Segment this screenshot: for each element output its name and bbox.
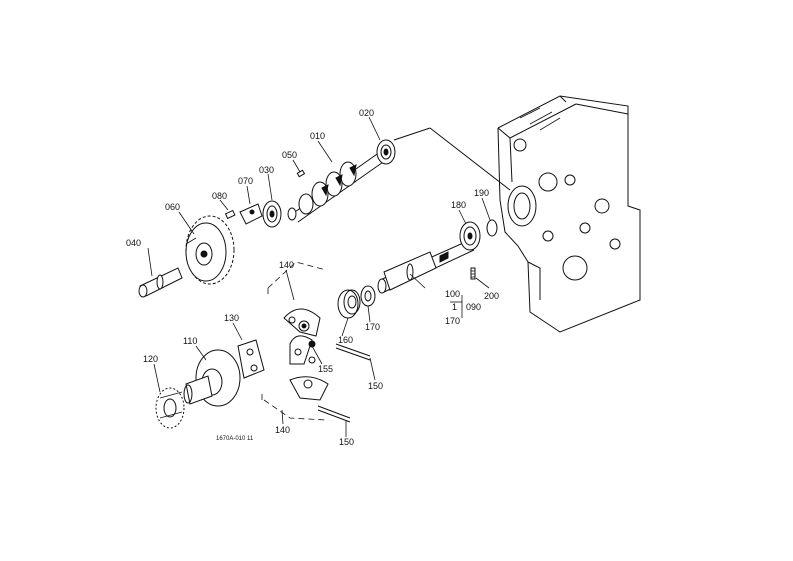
idler-shaft-040: [138, 267, 183, 298]
drawing-code: 1670A-010 11: [216, 436, 254, 442]
block-bore: [507, 185, 537, 227]
part-label-170-right: 170: [365, 322, 380, 332]
engine-block: [497, 95, 641, 333]
part-label-140-lower: 140: [275, 425, 290, 435]
pin-150-upper: [335, 343, 371, 361]
part-label-050: 050: [282, 150, 297, 160]
bolt-080: [224, 209, 236, 220]
leader-lines: [147, 116, 491, 437]
washer-170: [360, 285, 376, 307]
part-label-200: 200: [484, 291, 499, 301]
part-label-030: 030: [259, 165, 274, 175]
part-label-130: 130: [224, 313, 239, 323]
bearing-180: [459, 221, 481, 251]
bearing-030: [262, 200, 282, 228]
part-label-170-bracket: 170: [445, 316, 460, 326]
camshaft: [287, 151, 387, 223]
governor-weights: [261, 261, 329, 421]
pin-150-lower: [317, 405, 351, 423]
part-label-160: 160: [338, 335, 353, 345]
part-label-080: 080: [212, 191, 227, 201]
part-label-090: 090: [466, 302, 481, 312]
cam-gear-060: [185, 215, 235, 285]
part-label-150-lower: 150: [339, 437, 354, 447]
part-label-040: 040: [126, 238, 141, 248]
governor-shaft: [377, 239, 475, 294]
part-label-1: 1: [452, 302, 457, 312]
part-label-060: 060: [165, 202, 180, 212]
key-050: [292, 159, 306, 178]
bracket-130: [237, 339, 265, 379]
part-label-110: 110: [183, 336, 197, 346]
circlip-190: [486, 219, 498, 237]
retainer-070: [239, 203, 263, 225]
part-label-020: 020: [359, 108, 374, 118]
part-label-120: 120: [143, 354, 158, 364]
part-label-070: 070: [238, 176, 253, 186]
screw-200: [470, 267, 476, 280]
part-label-010: 010: [310, 131, 325, 141]
part-number-labels: 010 020 030 040 050 060 070 080 100 110 …: [126, 108, 499, 447]
part-label-100: 100: [445, 289, 460, 299]
part-label-180: 180: [451, 200, 466, 210]
governor-sleeve-110: [183, 349, 241, 407]
part-label-155: 155: [318, 364, 333, 374]
part-label-150-upper: 150: [368, 381, 383, 391]
gear-120: [155, 387, 185, 429]
bearing-020: [376, 139, 396, 165]
sleeve-160: [337, 289, 361, 319]
part-label-190: 190: [474, 188, 489, 198]
part-label-140-upper: 140: [279, 260, 294, 270]
